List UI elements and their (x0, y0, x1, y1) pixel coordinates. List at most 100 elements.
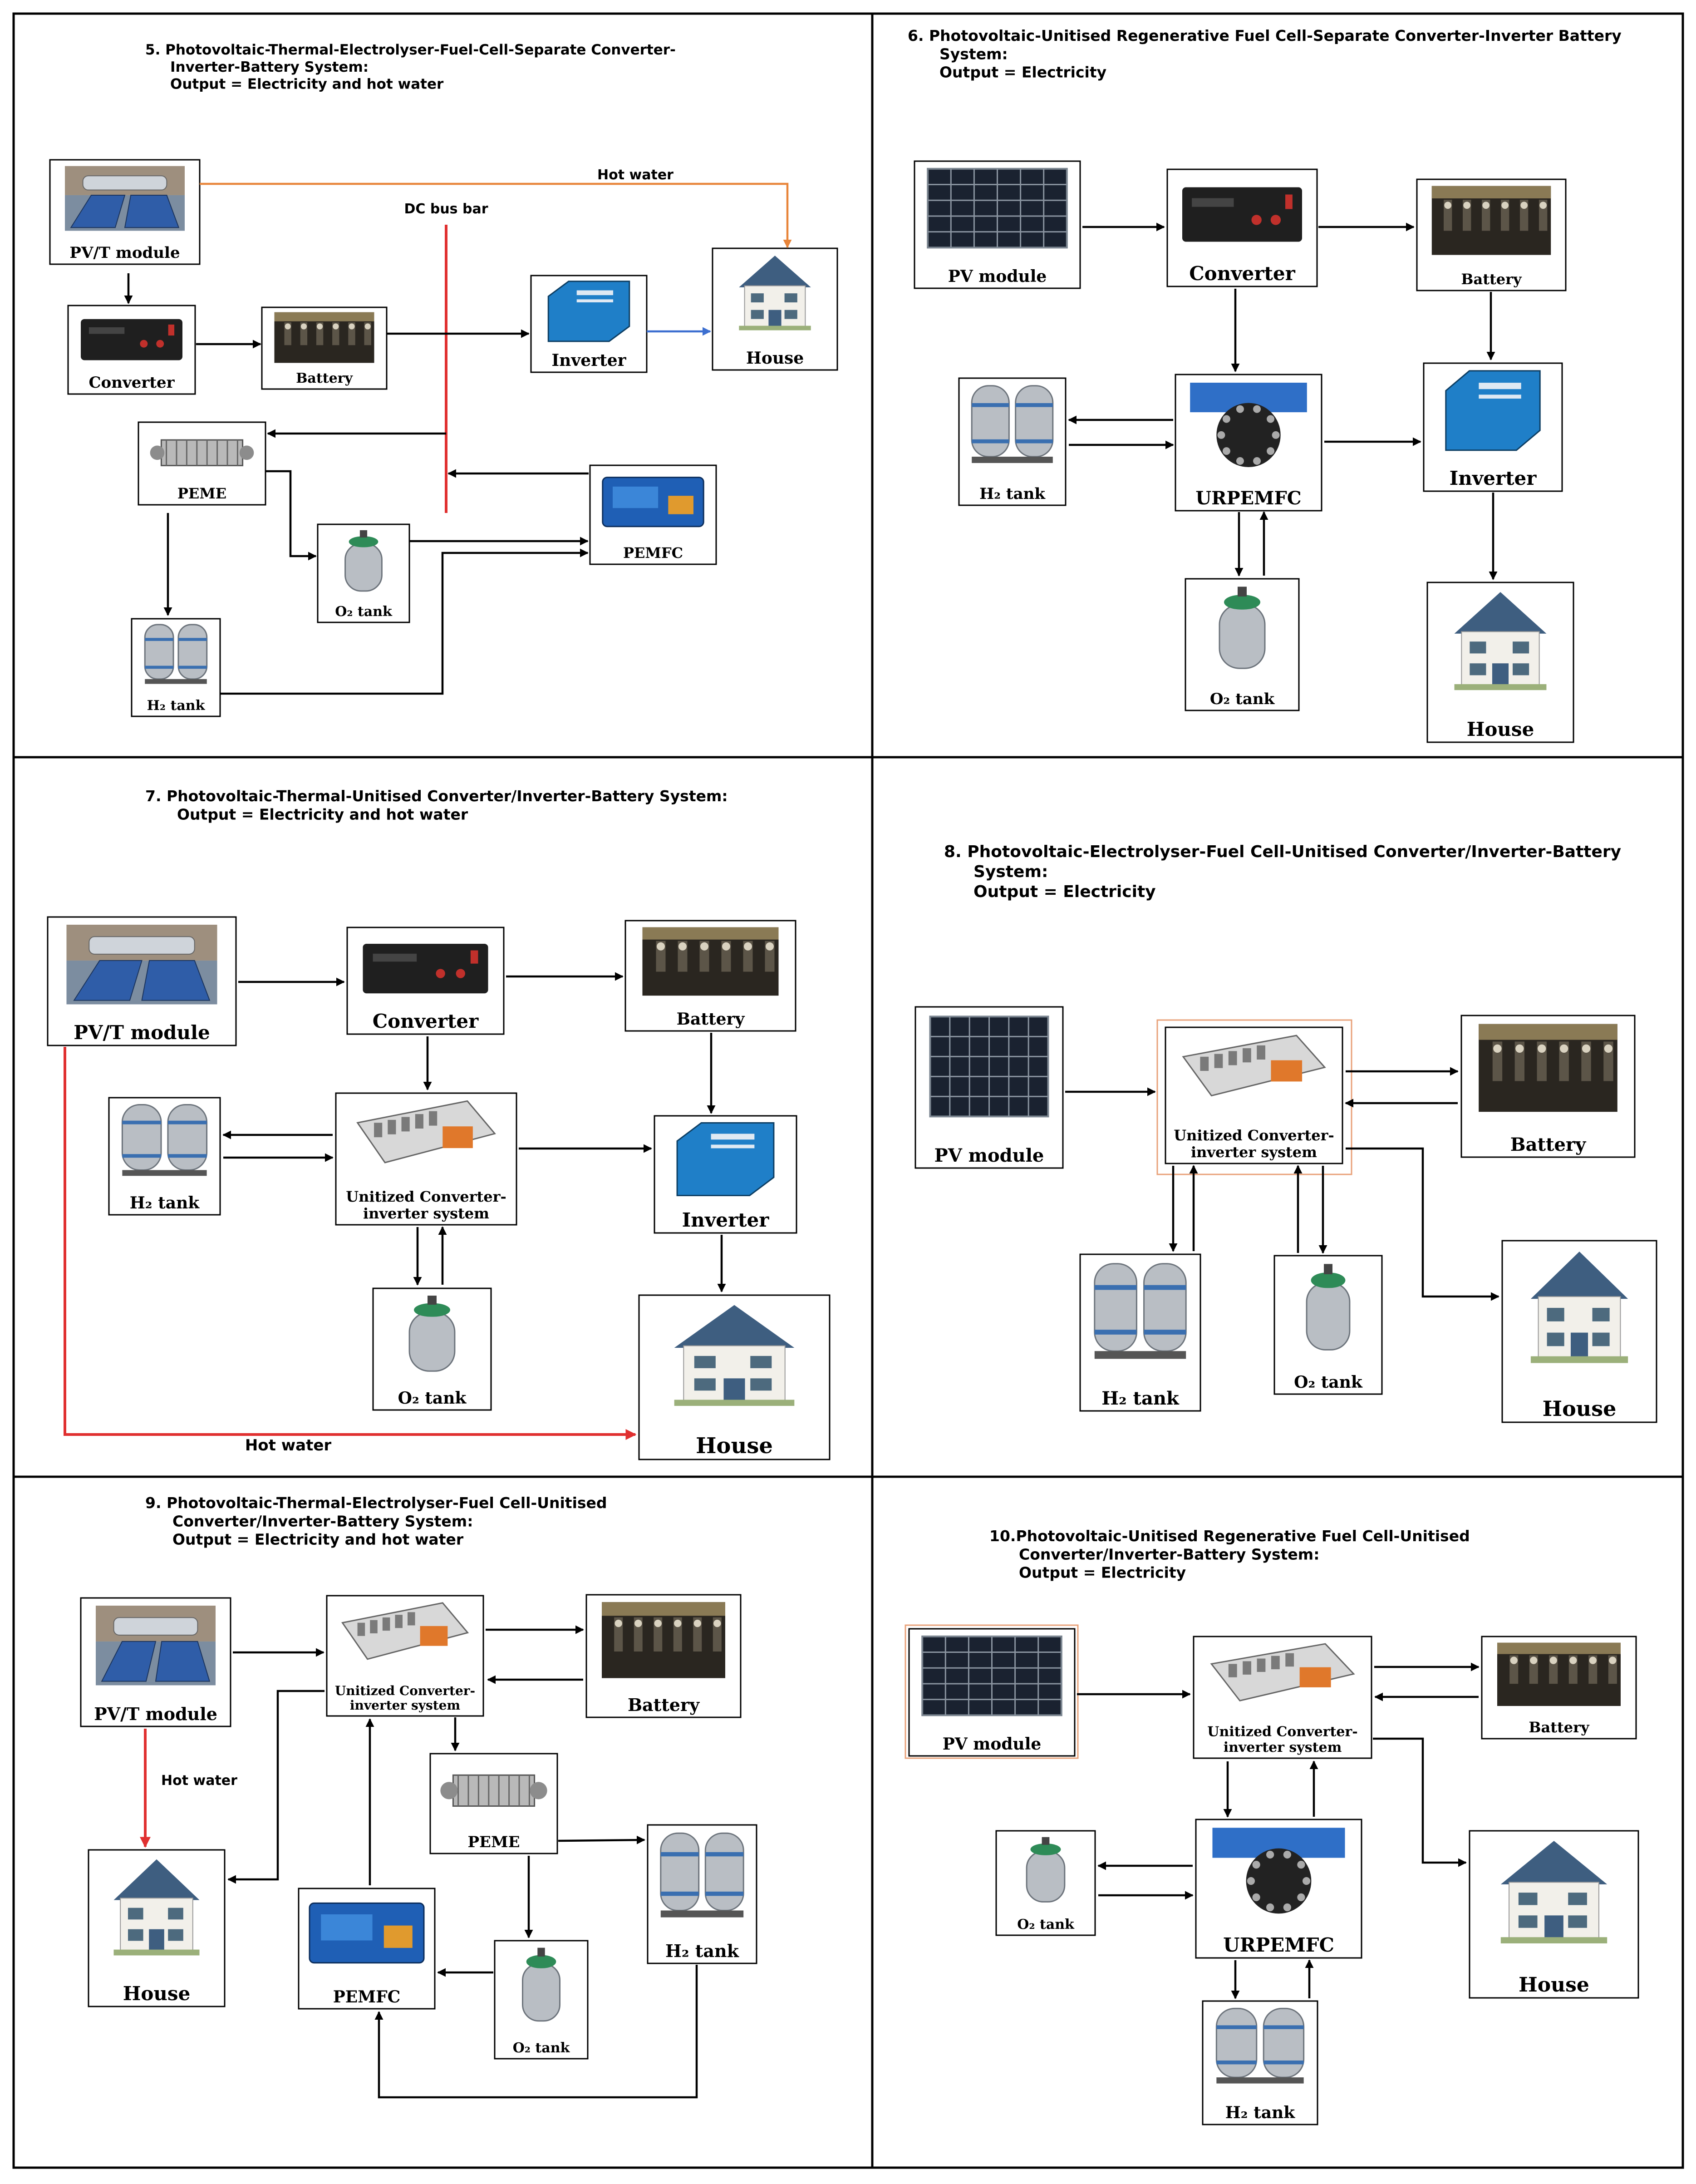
fuel-cell-terminal (668, 496, 693, 514)
battery-top (1479, 1024, 1617, 1040)
house-window (784, 293, 797, 303)
house: House (1469, 1830, 1639, 1999)
tank-band (660, 1852, 699, 1857)
regenerative-fuel-cell-icon (1212, 1828, 1345, 1914)
unit-cell (374, 1123, 383, 1138)
unit-cell (401, 1117, 410, 1132)
house-window (128, 1908, 143, 1920)
fuel-cell-panel (321, 1914, 373, 1941)
battery-terminal (654, 1619, 662, 1627)
tank-band (167, 1154, 207, 1158)
house-door (1544, 1915, 1563, 1939)
battery-terminal (1520, 202, 1528, 209)
battery-top (1497, 1642, 1621, 1654)
battery-terminal (300, 323, 307, 330)
urpemfc-label: URPEMFC (1223, 1934, 1334, 1956)
panel-title: Output = Electricity and hot water (177, 805, 468, 823)
converter-knob (436, 969, 445, 978)
tank-band (1216, 2060, 1257, 2065)
panel-grid (12, 12, 1684, 2169)
h2-tank-label: H₂ tank (147, 698, 206, 714)
hot-water-label: Hot water (161, 1773, 237, 1789)
house-door (723, 1378, 745, 1402)
converter-label: Converter (1189, 262, 1295, 285)
tank-band (145, 666, 174, 669)
tank-cap (526, 1955, 556, 1968)
pvt-module: PV/T module (47, 916, 237, 1046)
pv-module: PV module (914, 160, 1081, 289)
house: House (1426, 582, 1574, 743)
urfc-bolt (1267, 447, 1275, 455)
house-roof (674, 1305, 795, 1348)
battery-icon (642, 927, 779, 996)
unit-cell (1228, 1664, 1237, 1677)
tank-cylinder (1263, 2007, 1305, 2078)
electrolyser-stack (452, 1774, 536, 1807)
fuel-cell-terminal (383, 1925, 413, 1948)
house-roof (1530, 1252, 1628, 1299)
house-lawn (739, 325, 811, 330)
arrow-unitized-house (1373, 1737, 1467, 1867)
tank-cylinder (971, 385, 1010, 458)
pv-module-label: PV module (948, 267, 1047, 286)
peme-label: PEME (177, 485, 226, 502)
battery-label: Battery (296, 370, 353, 386)
converter-switch (470, 950, 478, 964)
unitized-converter-icon (356, 1100, 496, 1163)
solar-panel-icon (929, 1016, 1049, 1118)
end-cap (530, 1782, 547, 1799)
unitized-converter-label: inverter system (350, 1698, 460, 1713)
tank-cap (1224, 595, 1260, 610)
converter: Converter (1166, 168, 1318, 287)
battery-icon (602, 1602, 725, 1678)
inverter-label (576, 299, 614, 303)
panel-8: 8. Photovoltaic-Electrolyser-Fuel Cell-U… (914, 843, 1657, 1423)
battery-terminal (1549, 1656, 1557, 1664)
collector-panel (124, 194, 180, 228)
o2-tank: O₂ tank (1273, 1255, 1383, 1395)
arrow-peme-o2 (265, 470, 317, 561)
arrow-h2-pemfc (374, 1965, 698, 2099)
unitized-converter-label: inverter system (1191, 1144, 1317, 1161)
tank-cylinder (1015, 385, 1054, 458)
peme: PEME (138, 421, 266, 506)
battery-terminal (693, 1619, 701, 1627)
battery-terminal (1493, 1044, 1502, 1053)
unit-housing (341, 1602, 469, 1660)
converter-label: Converter (88, 374, 175, 392)
urpemfc: URPEMFC (1195, 1819, 1362, 1959)
house-label: House (1519, 1973, 1589, 1997)
hydrogen-tank-icon (144, 624, 208, 684)
electrolyser-icon (440, 1774, 547, 1807)
tank-band (145, 638, 174, 641)
urfc-bolt (1222, 447, 1230, 455)
pv-module-label: PV module (943, 1735, 1042, 1754)
house-door (768, 310, 782, 327)
h2-tank: H₂ tank (647, 1824, 757, 1964)
oxygen-tank-icon (522, 1947, 560, 2022)
panel-title: 8. Photovoltaic-Electrolyser-Fuel Cell-U… (944, 843, 1621, 861)
o2-tank-label: O₂ tank (1017, 1917, 1075, 1933)
pemfc: PEMFC (589, 464, 717, 565)
o2-tank: O₂ tank (1185, 578, 1300, 711)
inverter-icon (676, 1122, 775, 1196)
house-window (128, 1929, 143, 1941)
battery-terminal (317, 323, 323, 330)
battery-icon (1497, 1642, 1621, 1706)
tank-stand (660, 1910, 744, 1918)
house-icon (1500, 1841, 1608, 1943)
urfc-bolt (1266, 1903, 1274, 1912)
pv-highlight-frame (905, 1624, 1079, 1759)
unit-cell (1257, 1658, 1266, 1672)
pvt-module: PV/T module (80, 1597, 231, 1727)
unit-connector (1271, 1060, 1303, 1082)
panel-title: 6. Photovoltaic-Unitised Regenerative Fu… (908, 27, 1622, 44)
unit-housing (1210, 1643, 1355, 1702)
inverter-label (711, 1144, 755, 1149)
electrolyser-icon (150, 439, 254, 467)
unitized-converter-label: Unitized Converter- (335, 1683, 475, 1698)
unit-cell (370, 1620, 378, 1633)
tank-cylinder (522, 1963, 560, 2022)
pvt-module-label: PV/T module (74, 1021, 210, 1044)
house-roof (739, 256, 811, 287)
